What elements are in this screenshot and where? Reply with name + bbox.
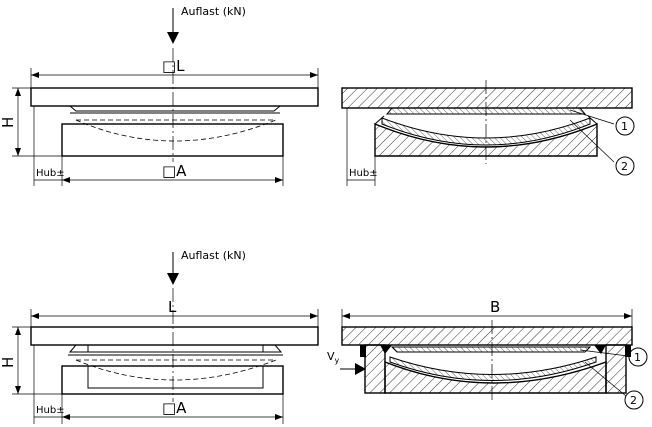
section2-callout-1: 1	[634, 351, 641, 364]
bottom-load-label: Auflast (kN)	[181, 249, 246, 262]
top-left-side-view: Auflast (kN) □L H H	[0, 5, 319, 186]
bottom-right-section-view: B Vy 1 2	[327, 298, 648, 410]
top-right-section-view: Hub± 1 2	[341, 80, 635, 186]
guide-bar-left	[364, 344, 386, 394]
dim-label-width: B	[490, 298, 500, 316]
callout-2: 2	[621, 160, 628, 173]
base-plate	[61, 123, 284, 157]
section2-callout-2: 2	[630, 394, 637, 407]
bottom-dim-label-height: H	[0, 357, 17, 368]
bottom-top-plate	[30, 326, 319, 346]
callout-1-circle	[615, 116, 635, 136]
bottom-dim-label-base: □A	[162, 399, 187, 417]
dim-label-height: H	[0, 117, 17, 128]
force-label: Vy	[327, 350, 340, 365]
callout-2-circle	[615, 156, 635, 176]
calotte-outline	[75, 119, 277, 142]
bottom-dim-label-stroke: Hub±	[36, 405, 65, 416]
section2-base-plate	[384, 360, 607, 394]
load-label: Auflast (kN)	[181, 5, 246, 18]
dim-label-stroke: Hub±	[36, 168, 65, 179]
section2-top-plate	[341, 326, 633, 346]
callout-1: 1	[621, 120, 628, 133]
section-dim-label-stroke: Hub±	[349, 168, 378, 179]
bottom-left-side-view: Auflast (kN) L H Hub± □A	[0, 249, 319, 424]
section-top-plate	[341, 87, 633, 109]
bottom-dim-label-length: L	[168, 298, 177, 316]
section-calotte	[381, 117, 591, 146]
force-arrow-head	[355, 363, 366, 375]
load-arrow-head	[167, 32, 179, 44]
top-plate	[30, 87, 319, 107]
guide-bar-right	[605, 344, 627, 394]
dim-label-length: □L	[162, 57, 185, 75]
dim-label-base: □A	[162, 162, 187, 180]
